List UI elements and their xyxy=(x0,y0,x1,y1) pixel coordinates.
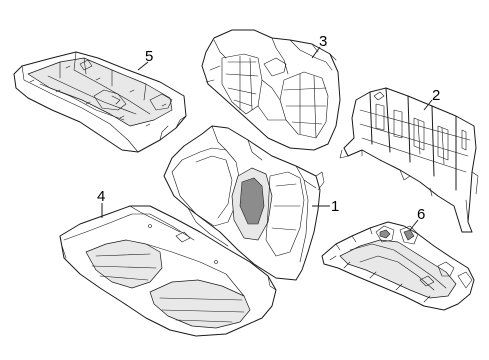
part-4-seat-cushion-cover xyxy=(59,205,277,337)
callout-3-label: 3 xyxy=(319,33,327,50)
callout-5-label: 5 xyxy=(145,48,153,65)
part-2-seat-back-frame xyxy=(339,87,479,233)
callout-3-leader xyxy=(311,46,321,59)
part-6-seat-cushion-frame xyxy=(321,221,475,311)
callout-5-leader xyxy=(137,61,149,71)
callout-4-label: 4 xyxy=(97,188,105,205)
callout-2-label: 2 xyxy=(432,87,440,104)
callout-6-leader xyxy=(409,219,419,231)
callout-2-leader xyxy=(423,99,433,111)
callout-1-label: 1 xyxy=(331,198,339,215)
callout-6-label: 6 xyxy=(417,206,425,223)
part-3-seat-back-pad xyxy=(201,29,341,151)
part-5-seat-cushion-pad xyxy=(13,51,187,153)
part-1-seat-back-cover xyxy=(163,125,325,281)
